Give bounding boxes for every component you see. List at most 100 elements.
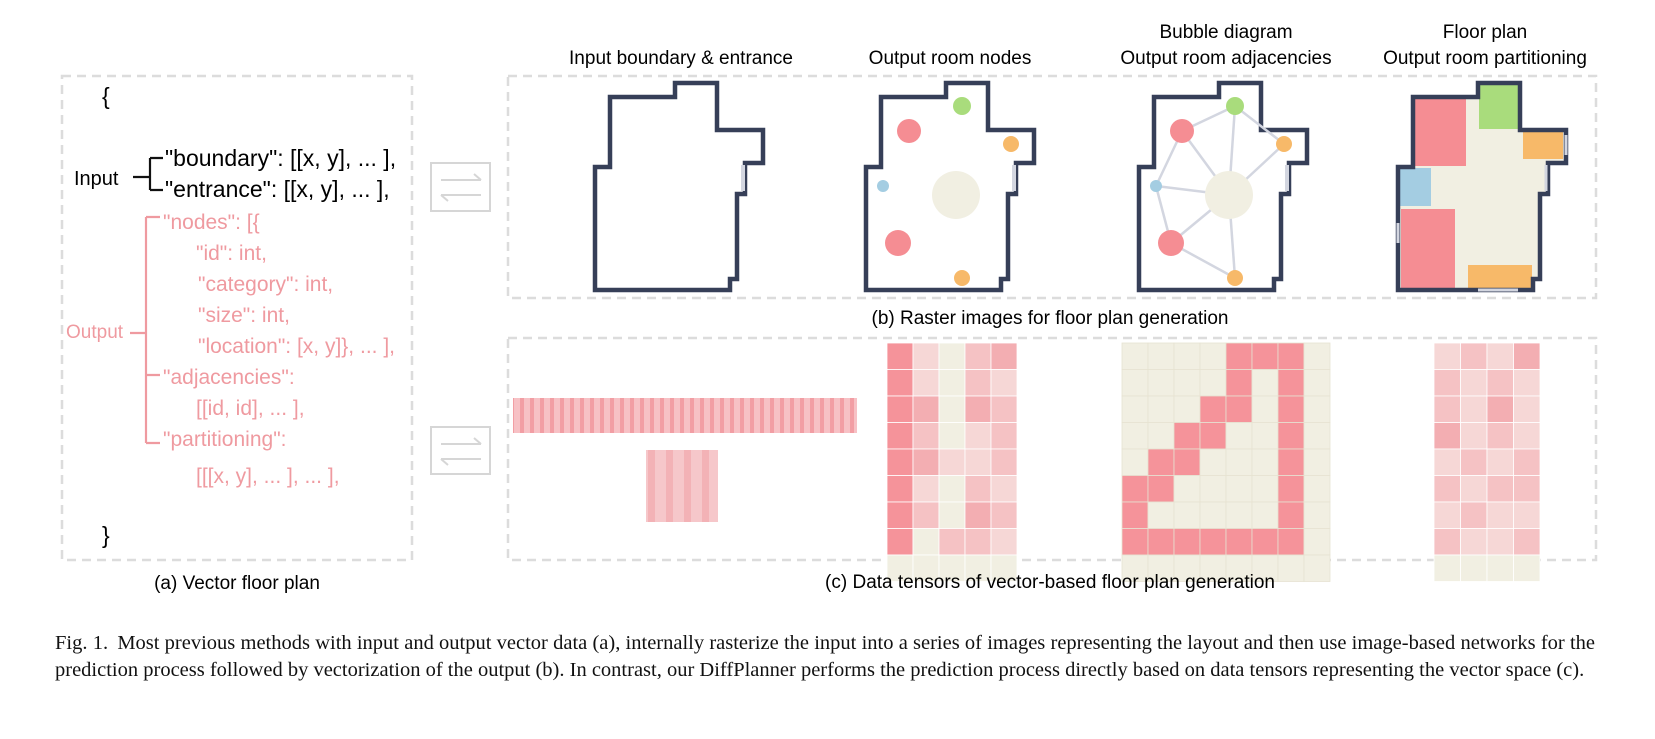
tensor-cell <box>1303 395 1331 423</box>
bedroom-node <box>897 119 921 143</box>
tensor-cell <box>912 395 940 423</box>
tensor-cell <box>1147 448 1175 476</box>
tensor-cell <box>912 448 940 476</box>
tensor-cell <box>1460 448 1488 476</box>
tensor-cell <box>1277 422 1305 450</box>
raster-panel: Input boundary & entrance Output room no… <box>506 22 1598 329</box>
caption-label: Fig. 1. <box>55 632 109 654</box>
tensor-cell <box>1277 395 1305 423</box>
tensor-cell <box>912 528 940 556</box>
tensor-cell <box>886 342 914 370</box>
tensor-cell <box>1199 369 1227 397</box>
tensor-cell <box>1121 448 1149 476</box>
raster-title-bubble: Bubble diagram <box>1159 22 1292 43</box>
tensor-cell <box>1225 475 1253 503</box>
tensor-cell <box>1486 501 1514 529</box>
tensor-cell <box>938 475 966 503</box>
tensor-cell <box>1303 369 1331 397</box>
tensor-cell <box>1199 342 1227 370</box>
tensor-cell <box>1147 342 1175 370</box>
bedroom-node <box>885 230 911 256</box>
raster-title-floorplan: Floor plan <box>1443 22 1528 43</box>
input-label: Input <box>74 168 119 190</box>
tensor-cell <box>1173 475 1201 503</box>
tensor-cell <box>964 395 992 423</box>
bubble-diagram-raster <box>1136 80 1310 293</box>
tensor-cell <box>938 395 966 423</box>
tensor-cell <box>938 448 966 476</box>
tensor-cell <box>1173 342 1201 370</box>
output-line: "size": int, <box>198 304 290 327</box>
tensor-cell <box>1460 342 1488 370</box>
tensor-cell <box>912 342 940 370</box>
tensor-cell <box>1486 342 1514 370</box>
output-line: "category": int, <box>198 273 333 296</box>
tensor-cell <box>1433 422 1461 450</box>
tensor-cell <box>1147 422 1175 450</box>
tensor-cell <box>1121 342 1149 370</box>
raster-title-room-nodes: Output room nodes <box>869 48 1032 69</box>
tensor-cell <box>1225 448 1253 476</box>
tensor-cell <box>1513 369 1541 397</box>
tensor-cell <box>1277 448 1305 476</box>
tensor-cell <box>938 528 966 556</box>
tensor-cell <box>964 501 992 529</box>
tensor-cell <box>1225 554 1253 582</box>
tensor-cell <box>1513 448 1541 476</box>
door-marks <box>1396 135 1568 292</box>
tensor-panel-frame <box>506 336 1598 562</box>
living-room-node <box>932 171 980 219</box>
tensor-cell <box>1199 501 1227 529</box>
tensor-cell <box>1173 369 1201 397</box>
tensor-cell <box>1486 395 1514 423</box>
figure-caption: Fig. 1. Most previous methods with input… <box>55 630 1595 683</box>
bedroom-node <box>1158 230 1184 256</box>
tensor-cell <box>1173 422 1201 450</box>
tensor-cell <box>1199 395 1227 423</box>
caption-text: Most previous methods with input and out… <box>55 632 1596 681</box>
bathroom-room <box>1468 265 1532 289</box>
tensor-cell <box>1199 448 1227 476</box>
tensor-cell <box>1460 528 1488 556</box>
exchange-arrows-icon <box>430 162 491 212</box>
output-line: "id": int, <box>196 242 267 265</box>
tensor-cell <box>1225 528 1253 556</box>
entrance-tensor-strip <box>646 450 718 522</box>
tensor-cell <box>1486 369 1514 397</box>
tensor-cell <box>1513 342 1541 370</box>
tensor-cell <box>1303 528 1331 556</box>
tensor-cell <box>1513 395 1541 423</box>
output-line: "partitioning": <box>163 428 286 451</box>
room-nodes-raster <box>863 80 1037 293</box>
tensor-cell <box>1277 369 1305 397</box>
tensor-cell <box>1147 501 1175 529</box>
tensor-cell <box>1433 501 1461 529</box>
floor-plan-raster <box>1395 80 1569 293</box>
exchange-arrows-icon <box>430 426 491 475</box>
tensor-cell <box>990 395 1018 423</box>
tensor-cell <box>1251 448 1279 476</box>
output-label: Output <box>66 322 124 343</box>
tensor-cell <box>1460 395 1488 423</box>
tensor-cell <box>1251 528 1279 556</box>
tensor-cell <box>1173 448 1201 476</box>
open-brace: { <box>102 83 110 109</box>
tensor-cell <box>1433 554 1461 582</box>
raster-panel-label: (b) Raster images for floor plan generat… <box>872 308 1229 329</box>
tensor-cell <box>1147 395 1175 423</box>
tensor-cell <box>1433 475 1461 503</box>
tensor-cell <box>912 422 940 450</box>
tensor-cell <box>1199 554 1227 582</box>
tensor-cell <box>1147 528 1175 556</box>
output-line: "adjacencies": <box>163 366 295 389</box>
tensor-cell <box>1199 422 1227 450</box>
vector-panel: { Input "boundary": [[x, y], ... ], "ent… <box>60 74 414 594</box>
bedroom-room <box>1414 98 1466 166</box>
tensor-cell <box>886 528 914 556</box>
tensor-cell <box>1460 501 1488 529</box>
tensor-cell <box>938 501 966 529</box>
tensor-cell <box>1460 554 1488 582</box>
tensor-cell <box>1513 422 1541 450</box>
kitchen-node <box>1226 97 1244 115</box>
tensor-cell <box>1251 369 1279 397</box>
